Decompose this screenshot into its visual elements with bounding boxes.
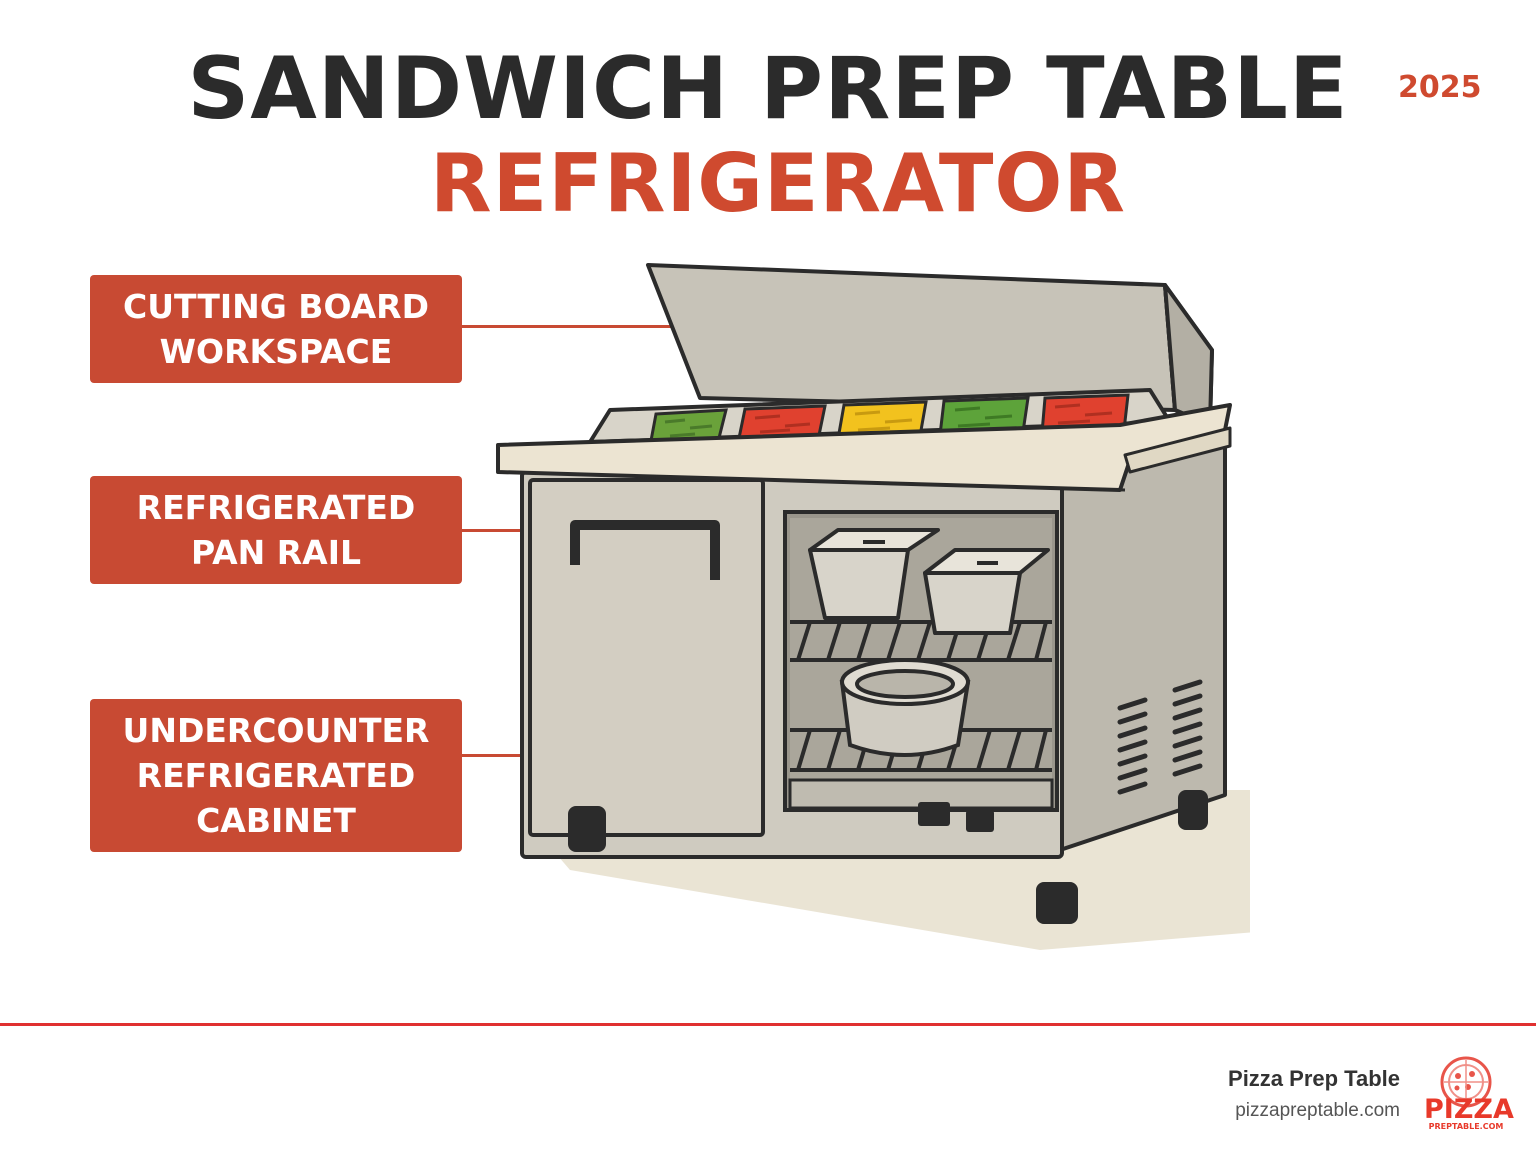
year-badge: 2025 — [1398, 70, 1482, 105]
logo-wordmark: PIZZA — [1424, 1094, 1514, 1125]
side-vents — [1117, 679, 1203, 795]
title-line-2: REFRIGERATOR — [429, 137, 1127, 230]
storage-bowl — [839, 658, 971, 757]
connector-line — [462, 325, 672, 328]
pan-rail-lid — [646, 263, 1177, 412]
label-line: REFRIGERATED — [136, 756, 416, 795]
label-cutting-board-workspace: CUTTING BOARD WORKSPACE — [90, 275, 462, 383]
cabinet-side-panel — [1058, 438, 1227, 852]
door-handle — [570, 520, 720, 580]
label-line: WORKSPACE — [159, 332, 393, 371]
storage-container — [808, 528, 940, 620]
title-line-1: SANDWICH PREP TABLE — [187, 39, 1349, 139]
cabinet-foot — [568, 806, 606, 852]
control-switch — [966, 810, 994, 832]
label-line: PAN RAIL — [190, 533, 362, 572]
footer-url: pizzapreptable.com — [1235, 1100, 1400, 1121]
label-line: CABINET — [196, 801, 356, 840]
label-line: REFRIGERATED — [136, 488, 416, 527]
label-refrigerated-pan-rail: REFRIGERATED PAN RAIL — [90, 476, 462, 584]
footer-brand-name: Pizza Prep Table — [1228, 1066, 1400, 1091]
cabinet-door-left — [528, 478, 765, 837]
storage-container — [923, 548, 1050, 635]
logo-subtext: PREPTABLE.COM — [1428, 1122, 1504, 1131]
pizza-preptable-logo — [1440, 1056, 1492, 1108]
label-line: UNDERCOUNTER — [122, 711, 430, 750]
footer-divider — [0, 1023, 1536, 1026]
control-switch — [918, 802, 950, 826]
connector-line — [462, 529, 552, 532]
label-undercounter-refrigerated-cabinet: UNDERCOUNTER REFRIGERATED CABINET — [90, 699, 462, 852]
pizza-icon — [1440, 1056, 1492, 1108]
cabinet-foot — [1178, 790, 1208, 830]
prep-table-illustration — [496, 263, 1250, 950]
label-line: CUTTING BOARD — [123, 287, 429, 326]
cabinet-foot — [1036, 882, 1078, 924]
